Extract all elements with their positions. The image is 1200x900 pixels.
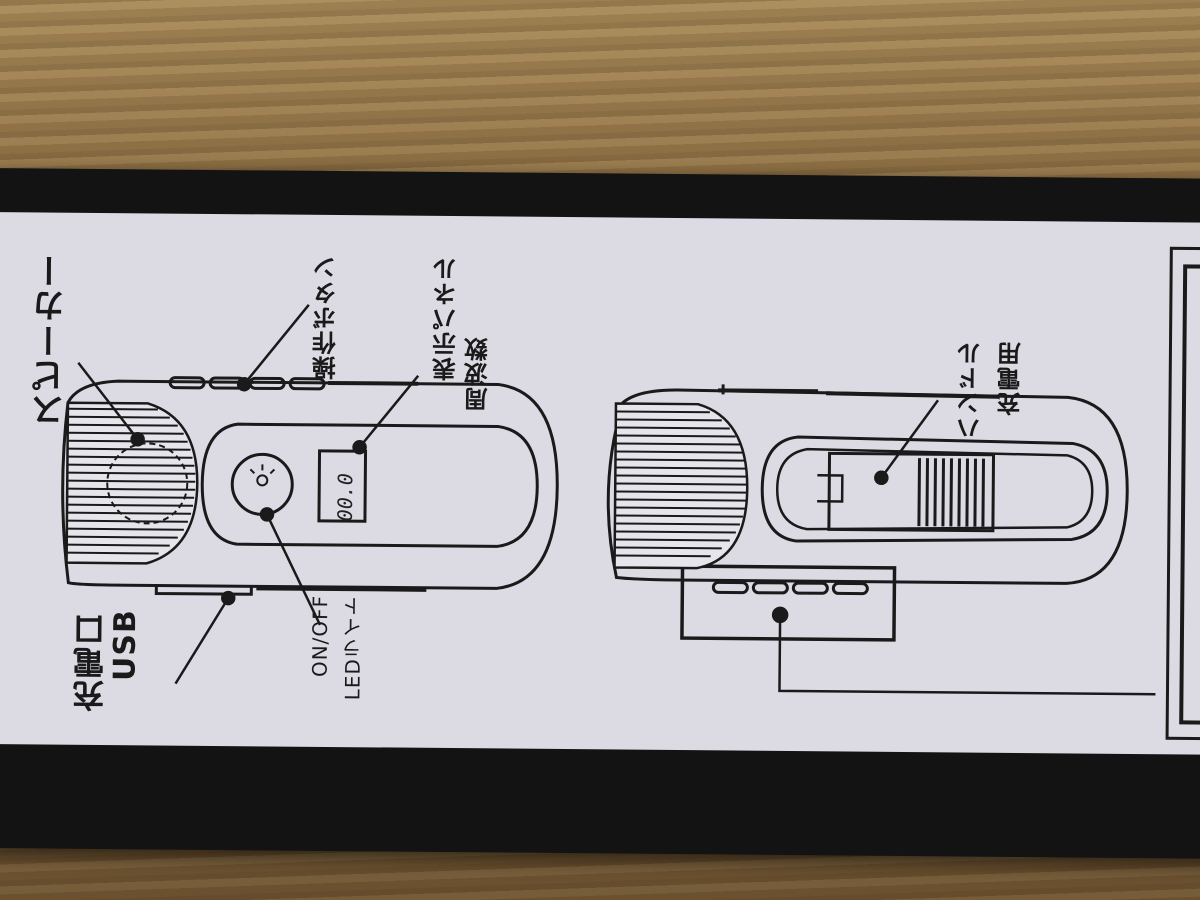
charging-handle — [827, 451, 996, 533]
frequency-readout: 00.0 — [332, 473, 358, 522]
led-label-line1: LEDライト — [340, 595, 366, 701]
operation-buttons-label: 操作ボタン — [312, 254, 342, 381]
device-back-button-2 — [751, 581, 789, 595]
device-back-inner-panel — [760, 435, 1109, 543]
handle-label-line2: ハンドル — [956, 340, 986, 441]
usb-label-line2: 充電口 — [71, 612, 111, 713]
radio-diagram — [61, 246, 1200, 741]
frequency-label-line2: 表示パネル — [432, 255, 462, 382]
speaker-grille — [65, 401, 199, 565]
handle-label-line1: 充電用 — [996, 340, 1026, 417]
speaker-label: スピーカー — [30, 252, 73, 428]
product-box: スピーカー 操作ボタン 周波数 表示パネル USB 充電口 LEDライト ON/… — [0, 168, 1200, 859]
device-back-button-4 — [831, 581, 869, 596]
buttons-highlight-box — [680, 564, 897, 642]
device-back-button-1 — [711, 580, 749, 595]
frequency-display — [317, 449, 368, 523]
handle-grip — [917, 458, 986, 527]
diagram-label-panel: スピーカー 操作ボタン 周波数 表示パネル USB 充電口 LEDライト ON/… — [0, 212, 1200, 755]
device-back-body — [606, 388, 1129, 585]
led-label-line2: ON/OFF — [307, 594, 333, 678]
speaker-grille-back — [613, 402, 749, 570]
device-back-button-3 — [791, 581, 829, 595]
device-front-inner-panel — [200, 422, 539, 548]
device-front-button-1 — [168, 376, 206, 390]
device-front-button-4 — [288, 377, 326, 391]
usb-port — [154, 585, 253, 596]
device-front-body — [61, 379, 559, 590]
frequency-label-line1: 周波数 — [463, 336, 493, 412]
